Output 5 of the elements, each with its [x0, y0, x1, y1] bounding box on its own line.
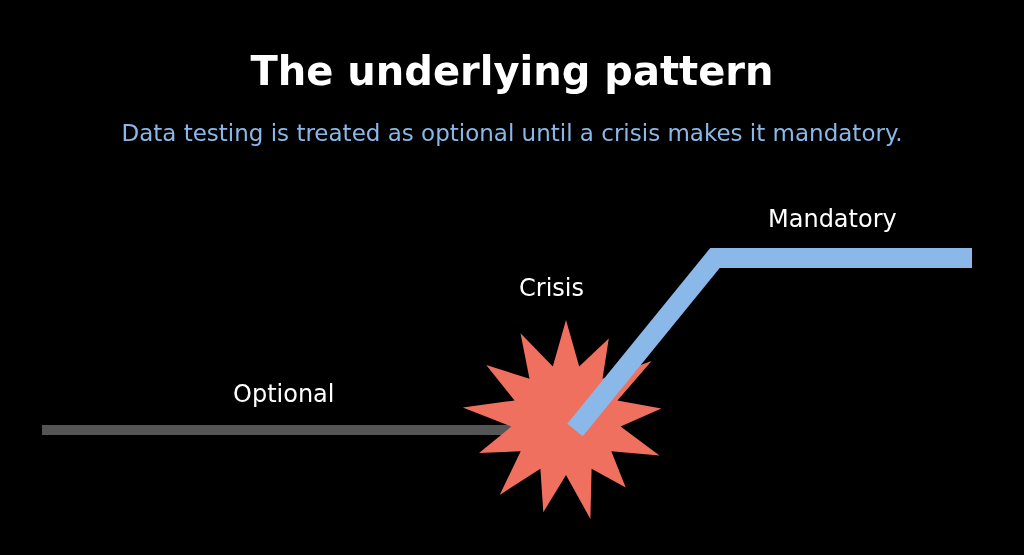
stage-label: Crisis — [519, 274, 584, 302]
title: The underlying pattern — [249, 48, 775, 94]
stage-label: Optional — [233, 380, 335, 408]
stage-label: Mandatory — [768, 205, 897, 233]
subtitle: Data testing is treated as optional until a crisis makes it mandatory. — [120, 120, 904, 146]
